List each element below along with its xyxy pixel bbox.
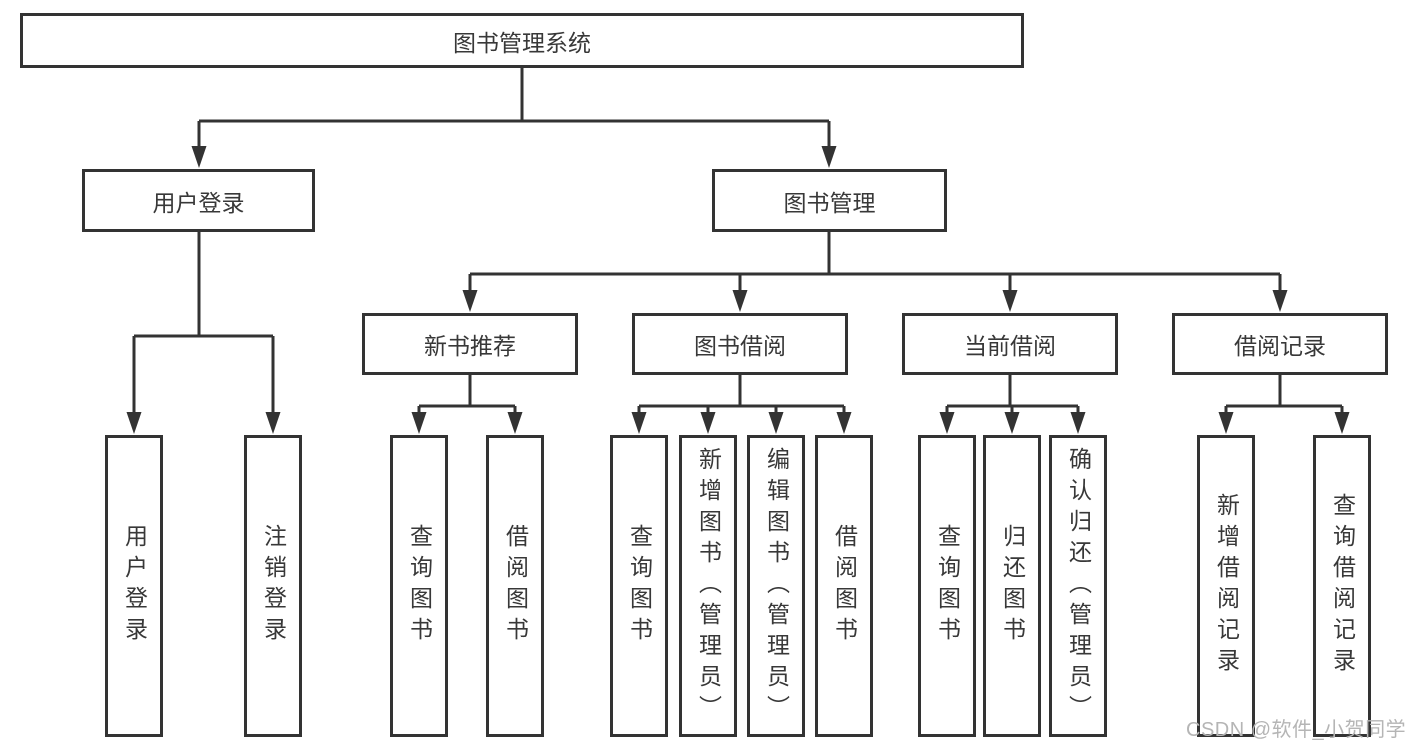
node-book-borrow: 图书借阅: [632, 313, 848, 375]
leaf-records-add-record: 新增借阅记录: [1197, 435, 1255, 737]
csdn-watermark: CSDN @软件_小贺同学: [1186, 719, 1405, 741]
node-root-library-system: 图书管理系统: [20, 13, 1024, 68]
leaf-new-query-books: 查询图书: [390, 435, 448, 737]
leaf-borrow-edit-books-admin: 编辑图书（管理员）: [747, 435, 805, 737]
node-borrow-records: 借阅记录: [1172, 313, 1388, 375]
leaf-records-query-record: 查询借阅记录: [1313, 435, 1371, 737]
leaf-borrow-query-books: 查询图书: [610, 435, 668, 737]
arrowheads: [126, 146, 1350, 434]
leaf-borrow-add-books-admin: 新增图书（管理员）: [679, 435, 737, 737]
leaf-current-query-books: 查询图书: [918, 435, 976, 737]
leaf-user-login: 用户登录: [105, 435, 163, 737]
node-user-login: 用户登录: [82, 169, 315, 232]
node-new-book-recommend: 新书推荐: [362, 313, 578, 375]
leaf-borrow-borrow-books: 借阅图书: [815, 435, 873, 737]
leaf-new-borrow-books: 借阅图书: [486, 435, 544, 737]
leaf-current-confirm-return-admin: 确认归还（管理员）: [1049, 435, 1107, 737]
node-book-management: 图书管理: [712, 169, 947, 232]
leaf-current-return-books: 归还图书: [983, 435, 1041, 737]
node-current-borrow: 当前借阅: [902, 313, 1118, 375]
leaf-logout: 注销登录: [244, 435, 302, 737]
